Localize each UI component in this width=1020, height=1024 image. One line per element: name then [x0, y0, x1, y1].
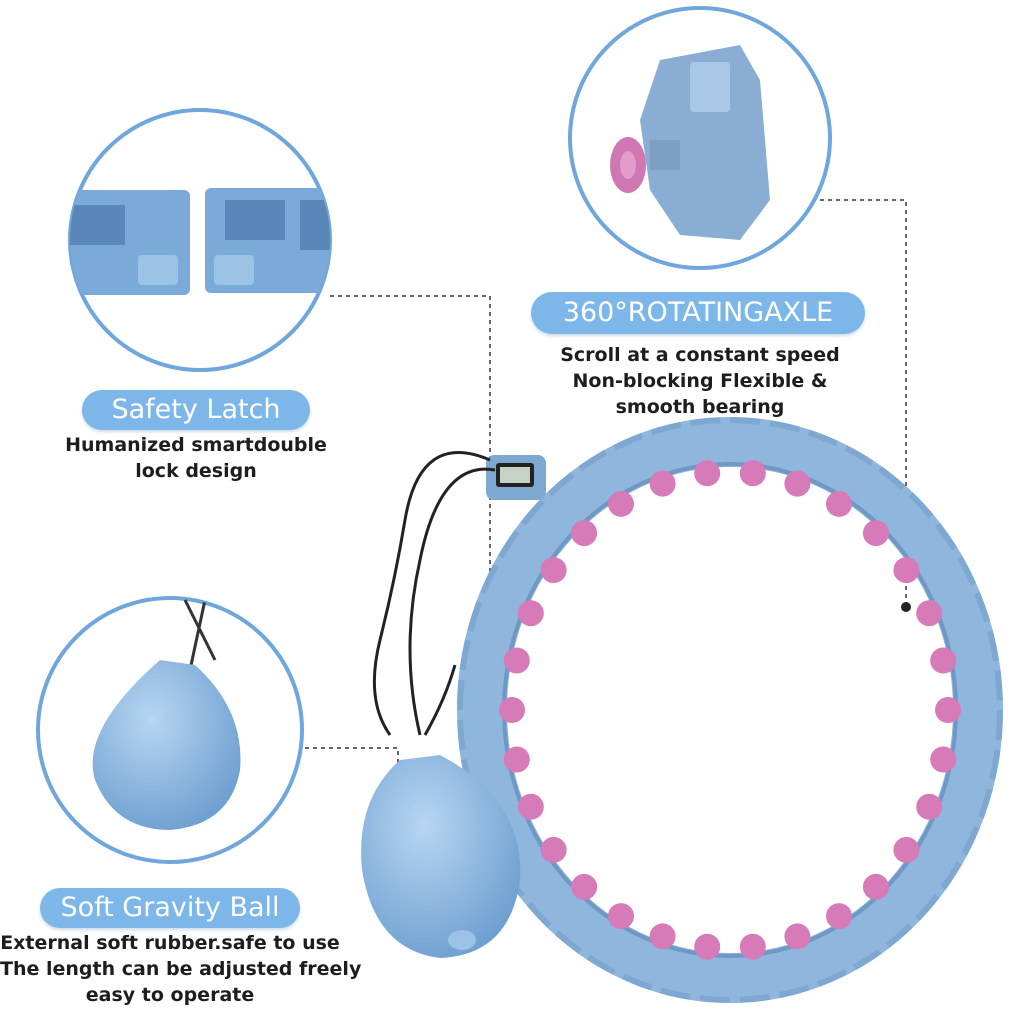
knob [649, 470, 676, 497]
knob [930, 746, 957, 773]
knob [540, 557, 567, 584]
description-line: smooth bearing [615, 396, 785, 418]
rope [372, 451, 496, 736]
description-line: easy to operate [85, 984, 255, 1006]
counter-display [486, 455, 546, 500]
knob [517, 793, 544, 820]
ball-detail-circle [36, 596, 304, 864]
description-line: lock design [135, 460, 257, 482]
knob [503, 746, 530, 773]
knob [784, 923, 811, 950]
knob [694, 933, 721, 960]
gravity-ball-label: Soft Gravity Ball [40, 888, 300, 928]
knob [862, 873, 889, 900]
hoop-ring [457, 417, 1003, 1003]
knob [862, 520, 889, 547]
description-line: Scroll at a constant speed [560, 344, 840, 366]
knob [503, 647, 530, 674]
safety-latch-description: Humanized smartdouble lock design [56, 432, 336, 484]
description-line: The length can be adjusted freely [0, 958, 362, 980]
knob [694, 460, 721, 487]
knob [649, 923, 676, 950]
gravity-ball [361, 755, 521, 958]
knob [739, 460, 766, 487]
description-line: Humanized smartdouble [65, 434, 327, 456]
knob [930, 647, 957, 674]
knob [608, 903, 634, 930]
knob [571, 873, 598, 900]
latch-detail-circle [68, 108, 332, 372]
knob [893, 557, 920, 584]
knob [499, 697, 525, 723]
description-line: Non-blocking Flexible & [572, 370, 828, 392]
rotating-axle-label: 360°ROTATINGAXLE [531, 292, 865, 334]
knob [893, 836, 920, 863]
knob [571, 520, 598, 547]
knob [540, 836, 567, 863]
knob [826, 903, 852, 930]
hoop-knobs [499, 460, 961, 960]
description-line: External soft rubber.safe to use [0, 932, 340, 954]
knob [916, 600, 943, 627]
knob [517, 600, 544, 627]
gravity-ball-description: External soft rubber.safe to use The len… [0, 930, 362, 1008]
knob [826, 490, 852, 517]
knob [739, 933, 766, 960]
rotating-axle-description: Scroll at a constant speed Non-blocking … [540, 342, 860, 420]
knob [916, 793, 943, 820]
knob [608, 490, 634, 517]
safety-latch-label: Safety Latch [82, 390, 310, 430]
knob [935, 697, 961, 723]
axle-detail-circle [568, 6, 832, 270]
knob [784, 470, 811, 497]
